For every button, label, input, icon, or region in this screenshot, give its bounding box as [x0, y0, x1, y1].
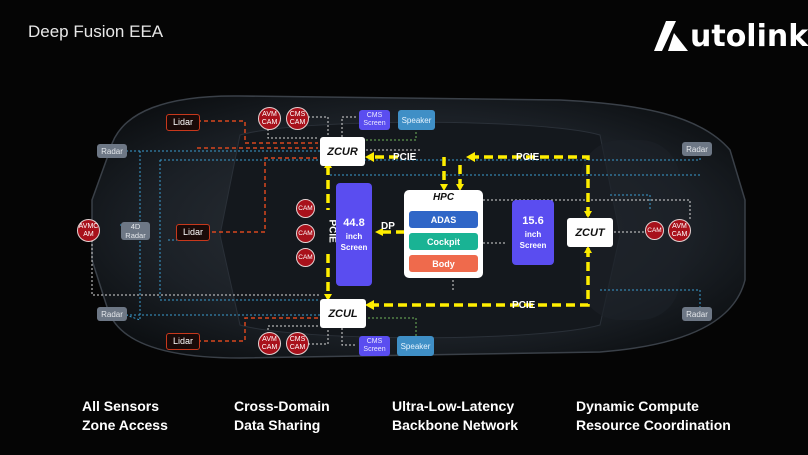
main-screen-label: Screen: [340, 243, 368, 252]
autolink-logo-icon: [654, 21, 688, 51]
dp-label: DP: [381, 221, 395, 232]
pcie-arrowheads: [324, 152, 592, 310]
main-screen-size: 44.8: [343, 217, 365, 229]
cam-3: CAM: [296, 248, 315, 267]
radar-rear-left: Radar: [682, 142, 712, 156]
zone-controller-zcur: ZCUR: [320, 137, 365, 166]
feature-line: Zone Access: [82, 417, 168, 433]
feature-line: Dynamic Compute: [576, 398, 699, 414]
brand-name: utolink: [690, 18, 808, 54]
pcie-label-bottom: PCIE: [512, 300, 536, 311]
hpc-title: HPC: [432, 192, 455, 203]
feature-line: Backbone Network: [392, 417, 519, 433]
radar-front-left: Radar: [97, 144, 127, 158]
cam-rear: CAM: [645, 221, 664, 240]
feature-line: Resource Coordination: [576, 417, 731, 433]
feature-line: Cross-Domain: [234, 398, 330, 414]
main-screen-44-8: 44.8 inch Screen: [336, 183, 372, 286]
avm-cam-rear: AVM CAM: [668, 219, 691, 242]
feature-line: Ultra-Low-Latency: [392, 398, 515, 414]
main-screen-unit: inch: [345, 232, 363, 241]
pcie-label-top-right: PCIE: [516, 152, 540, 163]
page-title: Deep Fusion EEA: [28, 22, 164, 41]
brand-logo: utolink: [654, 18, 808, 54]
hpc-module-cockpit: Cockpit: [409, 233, 478, 250]
cms-cam-bottom: CMS CAM: [286, 332, 309, 355]
cms-cam-top: CMS CAM: [286, 107, 309, 130]
avm-cam-top: AVM CAM: [258, 107, 281, 130]
pcie-label-top-left: PCIE: [393, 152, 417, 163]
secondary-screen-15-6: 15.6 inch Screen: [512, 200, 554, 265]
car-rear-glass: [580, 140, 680, 320]
cms-screen-bottom: CMS Screen: [359, 336, 390, 356]
radar-4d: 4D Radar: [121, 222, 150, 240]
avm-cam-bottom: AVM CAM: [258, 332, 281, 355]
hpc-module-body: Body: [409, 255, 478, 272]
feature-line: Data Sharing: [234, 417, 321, 433]
feature-cross-domain: Cross-Domain Data Sharing: [234, 397, 330, 435]
cms-screen-top: CMS Screen: [359, 110, 390, 130]
feature-compute: Dynamic Compute Resource Coordination: [576, 397, 731, 435]
cam-1: CAM: [296, 199, 315, 218]
cam-2: CAM: [296, 224, 315, 243]
zone-controller-zcut: ZCUT: [567, 218, 613, 247]
feature-sensors-zone-access: All Sensors Zone Access: [82, 397, 168, 435]
secondary-screen-unit: inch: [524, 230, 542, 239]
hpc-unit: HPC ADAS Cockpit Body: [404, 190, 483, 278]
radar-rear-right: Radar: [682, 307, 712, 321]
speaker-top: Speaker: [398, 110, 435, 130]
feature-backbone: Ultra-Low-Latency Backbone Network: [392, 397, 518, 435]
hpc-module-adas: ADAS: [409, 211, 478, 228]
secondary-screen-label: Screen: [519, 241, 547, 250]
radar-front-right: Radar: [97, 307, 127, 321]
speaker-bottom: Speaker: [397, 336, 434, 356]
feature-line: All Sensors: [82, 398, 160, 414]
secondary-screen-size: 15.6: [522, 215, 544, 227]
avmc-am-cam: AVMC AM: [77, 219, 100, 242]
lidar-front: Lidar: [176, 224, 210, 241]
zone-controller-zcul: ZCUL: [320, 299, 366, 328]
pcie-backbone: [326, 155, 590, 307]
lidar-left: Lidar: [166, 114, 200, 131]
sensor-lines: [197, 120, 318, 342]
audio-lines: [342, 130, 417, 336]
lidar-right: Lidar: [166, 333, 200, 350]
